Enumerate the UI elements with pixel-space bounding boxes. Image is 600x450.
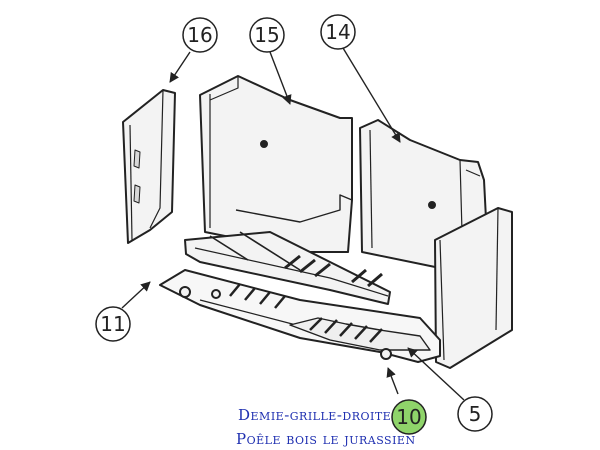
- svg-text:11: 11: [100, 312, 125, 336]
- svg-text:5: 5: [469, 402, 482, 426]
- svg-text:10: 10: [396, 405, 421, 429]
- grate-assembly: [159, 269, 441, 363]
- svg-text:16: 16: [187, 23, 212, 47]
- leader-lines: [121, 47, 465, 401]
- caption-product-name: Poêle bois le jurassien: [236, 430, 416, 448]
- callout-16: 16: [182, 17, 218, 53]
- front-grille-bar: [184, 231, 391, 305]
- part-16-side-panel: [122, 89, 176, 244]
- callout-14: 14: [320, 14, 356, 50]
- svg-text:15: 15: [254, 23, 279, 47]
- caption-part-name: Demie-grille-droite: [238, 406, 392, 424]
- callout-10-highlighted: 10: [391, 399, 427, 435]
- svg-text:14: 14: [325, 20, 350, 44]
- callout-15: 15: [249, 17, 285, 53]
- callout-11: 11: [95, 306, 131, 342]
- right-side-panel: [434, 207, 513, 369]
- callout-5: 5: [457, 396, 493, 432]
- part-15-back-panel: [199, 75, 353, 253]
